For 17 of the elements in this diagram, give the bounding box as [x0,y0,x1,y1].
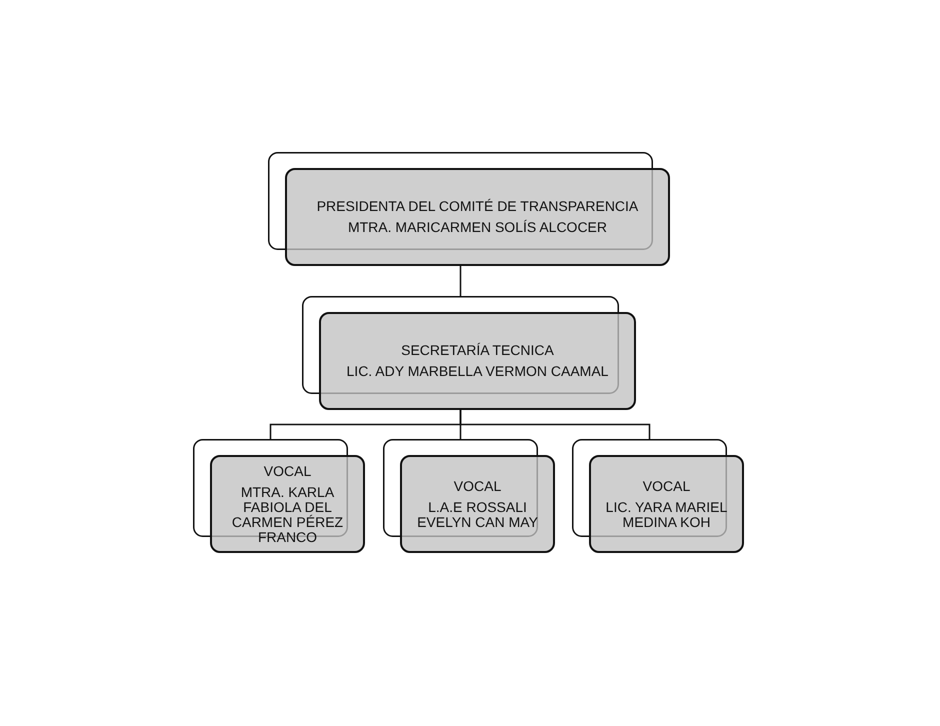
role-title: VOCAL [264,464,312,478]
person-name: L.A.E ROSSALI EVELYN CAN MAY [416,500,539,530]
stacked-card [193,439,365,553]
stacked-card [302,296,636,410]
person-name: MTRA. KARLA FABIOLA DEL CARMEN PÉREZ FRANCO [230,484,344,544]
connector-line [460,410,650,439]
role-title: VOCAL [642,478,690,494]
person-name: LIC. ADY MARBELLA VERMON CAAMAL [346,364,608,379]
role-title: SECRETARÍA TECNICA [401,343,554,358]
person-name: MTRA. MARICARMEN SOLÍS ALCOCER [348,220,608,235]
person-name: LIC. YARA MARIEL MEDINA KOH [604,500,728,530]
role-title: VOCAL [454,478,502,494]
stacked-card [383,439,555,553]
stacked-card [572,439,744,553]
connector-line [460,266,462,296]
stacked-card [268,152,670,266]
role-title: PRESIDENTA DEL COMITÉ DE TRANSPARENCIA [316,199,638,214]
